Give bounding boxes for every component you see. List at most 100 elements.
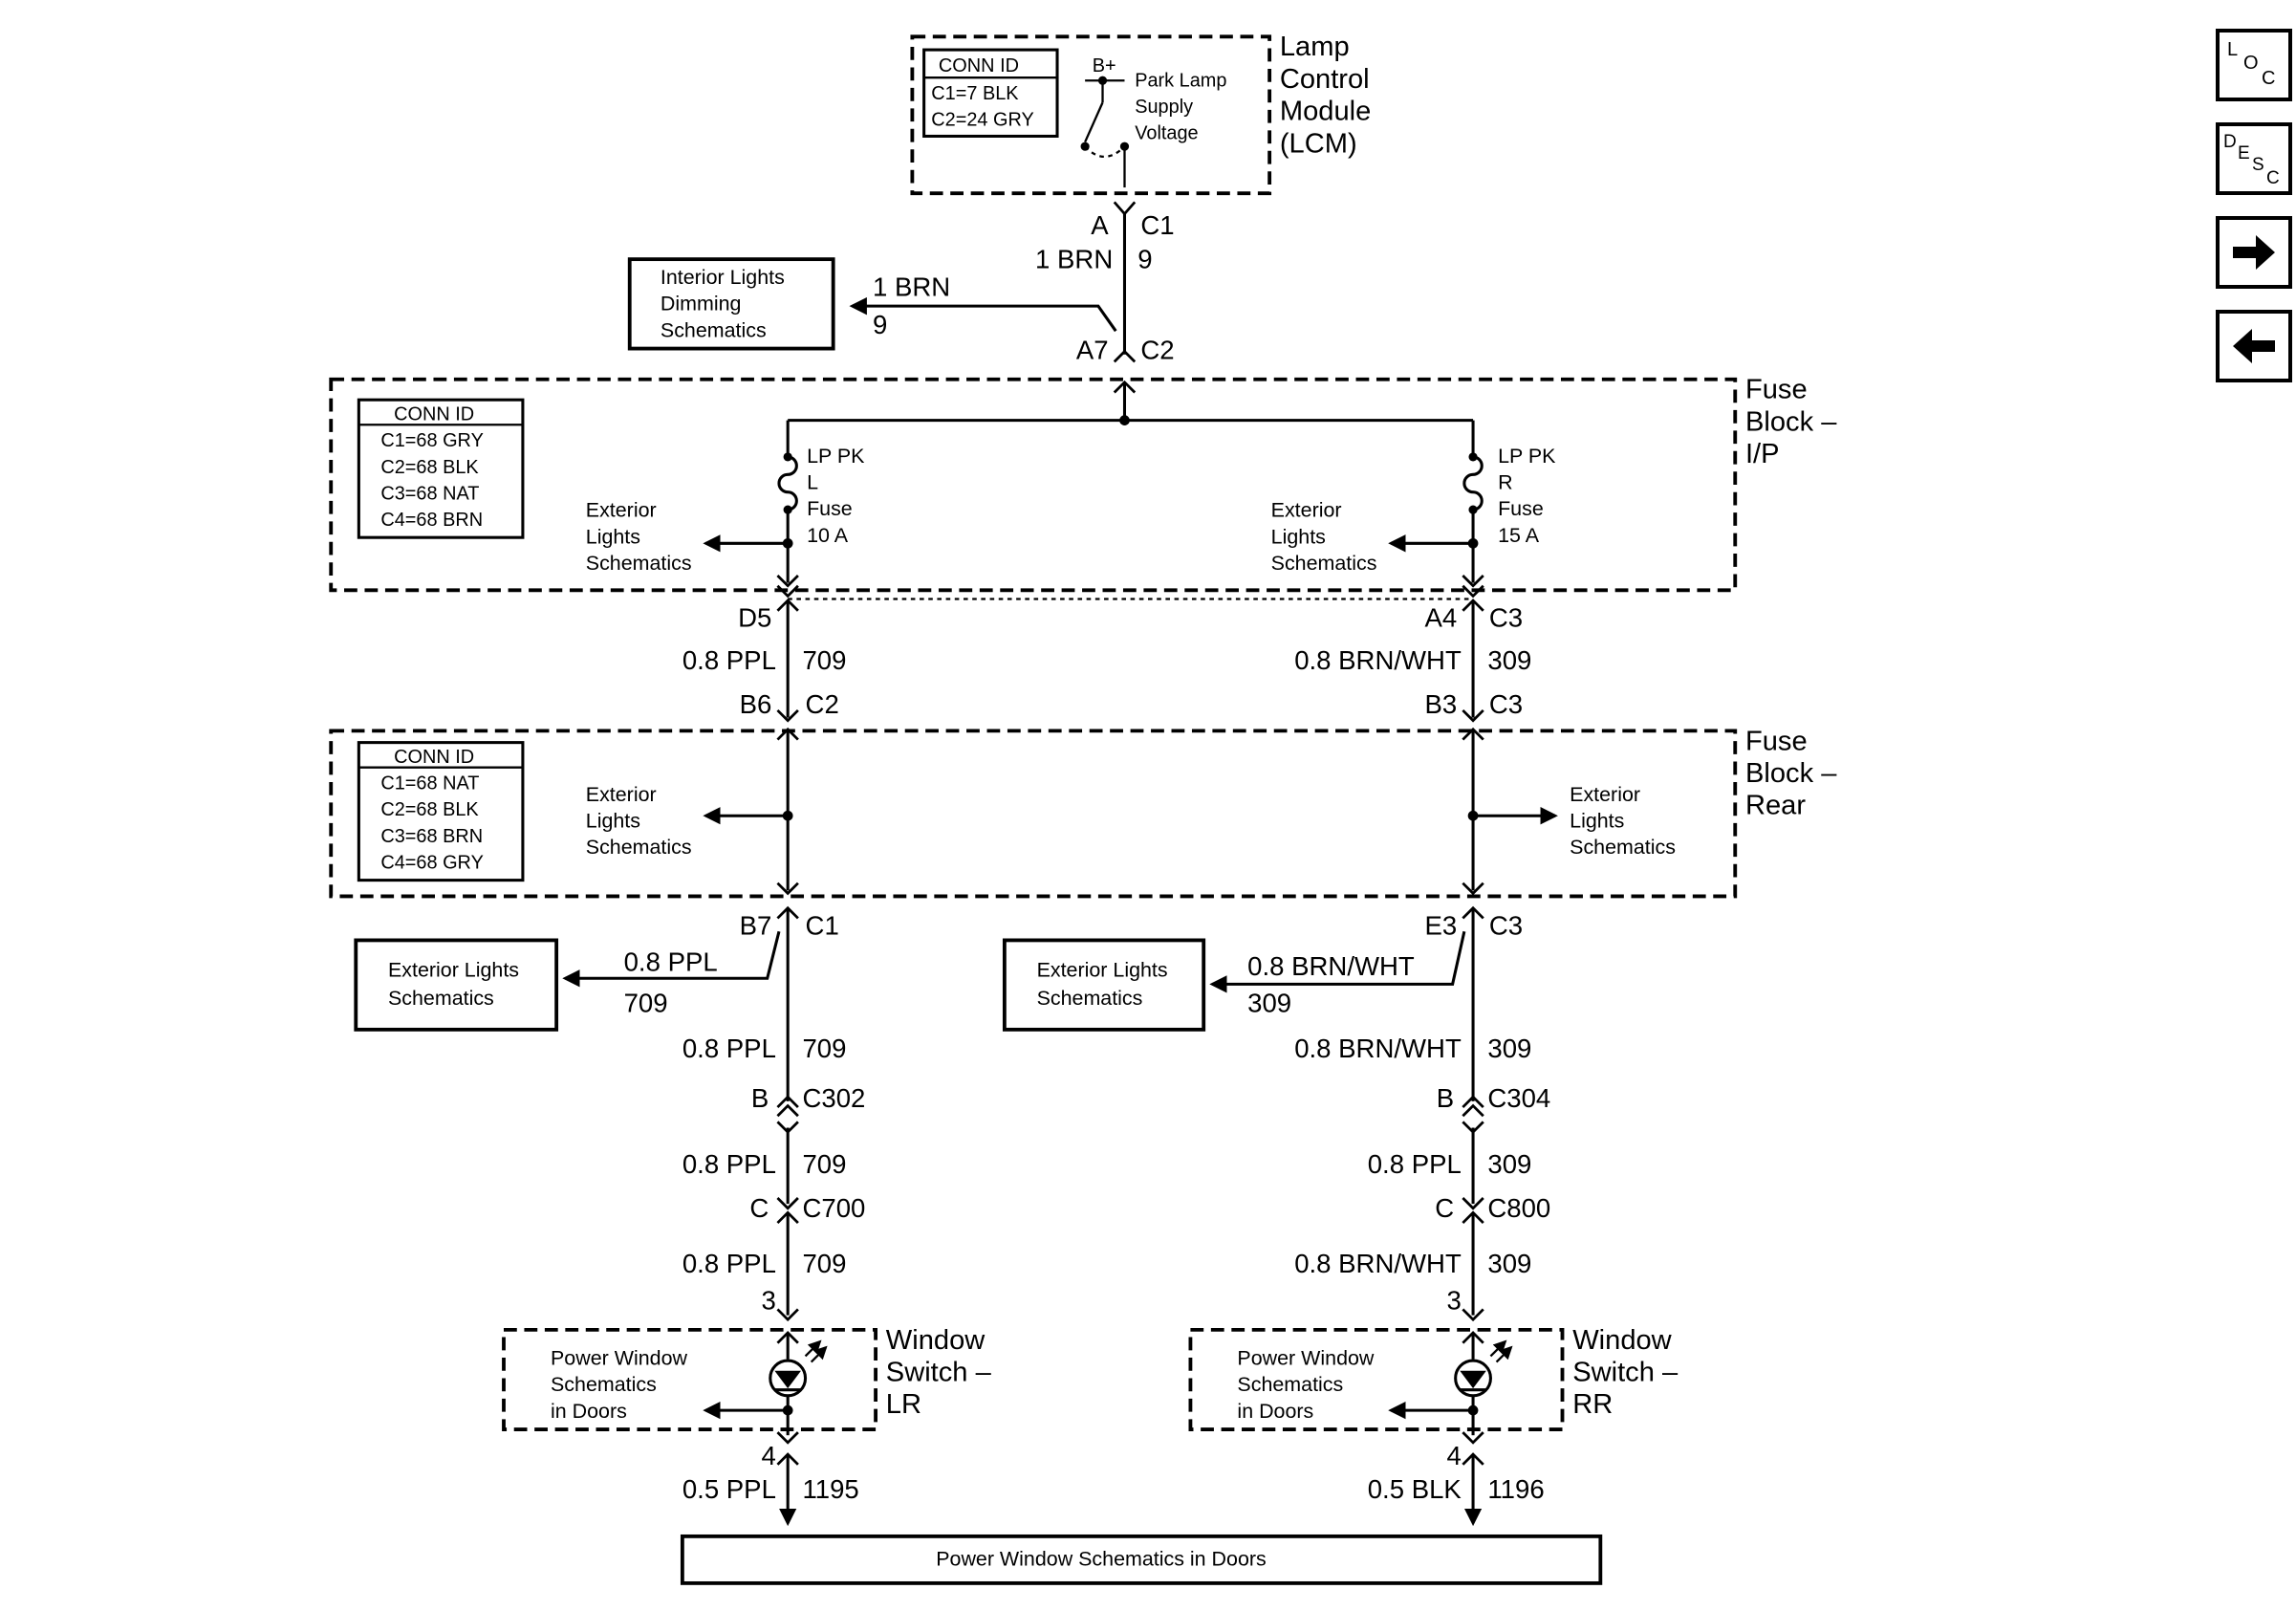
- conn-id-entry: C4=68 GRY: [380, 852, 484, 873]
- desc-letter: D: [2223, 132, 2237, 152]
- wire-color-label: 0.8 BRN/WHT: [1294, 645, 1462, 675]
- circuit-number: 709: [624, 988, 668, 1017]
- supply-label: Supply: [1135, 97, 1193, 118]
- component-name: Switch –: [1572, 1358, 1679, 1388]
- wire-lcm-to-fuse-block: A C1 1 BRN 9 A7 C2: [1035, 201, 1175, 364]
- wire-color-label: 0.5 BLK: [1368, 1474, 1462, 1504]
- pin-label: B6: [740, 689, 772, 719]
- circuit-number: 309: [1247, 988, 1291, 1017]
- wire-color-label: 1 BRN: [873, 272, 950, 301]
- reference-text: Exterior: [586, 499, 657, 522]
- pin-label: A7: [1076, 335, 1109, 364]
- wire-color-label: 0.5 PPL: [682, 1474, 776, 1504]
- connector-label: C3: [1489, 603, 1523, 633]
- connector-label: C800: [1487, 1193, 1550, 1223]
- loc-letter: O: [2243, 53, 2259, 74]
- circuit-number: 309: [1487, 1149, 1531, 1179]
- connector-label: C2: [806, 689, 839, 719]
- pin-label: D5: [738, 603, 771, 633]
- pin-label: B: [751, 1083, 769, 1113]
- circuit-number: 709: [802, 1149, 846, 1179]
- reference-text: in Doors: [551, 1400, 627, 1423]
- loc-letter: C: [2262, 68, 2275, 89]
- wire-color-label: 0.8 BRN/WHT: [1247, 951, 1415, 981]
- reference-text: Power Window: [1237, 1347, 1374, 1370]
- component-name: Rear: [1745, 791, 1806, 821]
- circuit-number: 709: [802, 1249, 846, 1278]
- component-name: Lamp: [1280, 32, 1350, 62]
- circuit-number: 309: [1487, 1034, 1531, 1063]
- reference-text: Schematics: [1271, 552, 1377, 575]
- fuse-block-ip: Fuse Block – I/P CONN ID C1=68 GRY C2=68…: [329, 375, 1837, 593]
- reference-text: Power Window: [551, 1347, 687, 1370]
- conn-id-title: CONN ID: [394, 404, 474, 425]
- reference-box-text: Schematics: [661, 318, 767, 341]
- pin-label: C: [749, 1193, 769, 1223]
- connector-label: C3: [1489, 689, 1523, 719]
- fuse-label: Fuse: [807, 497, 853, 520]
- pin-label: B7: [740, 910, 772, 940]
- reference-box-text: Dimming: [661, 293, 742, 316]
- pin-label: 4: [762, 1441, 776, 1470]
- ip-conn-id-table: CONN ID C1=68 GRY C2=68 BLK C3=68 NAT C4…: [357, 398, 525, 539]
- reference-text: Schematics: [1237, 1373, 1343, 1396]
- connector-label: C2: [1140, 335, 1174, 364]
- wire-color-label: 0.8 PPL: [1368, 1149, 1462, 1179]
- reference-box-text: Exterior Lights: [388, 959, 519, 982]
- component-name: Window: [1572, 1325, 1672, 1356]
- reference-box-text: Exterior Lights: [1037, 959, 1168, 982]
- indicator-led-icon: [1454, 1339, 1513, 1398]
- park-lamp-switch-symbol: B+: [1080, 55, 1130, 188]
- desc-letter: S: [2252, 155, 2264, 175]
- wire-color-label: 0.8 BRN/WHT: [1294, 1249, 1462, 1278]
- conn-id-entry: C2=24 GRY: [931, 110, 1034, 131]
- desc-letter: C: [2266, 168, 2280, 188]
- wires-ip-to-rear: D5 A4 C3 0.8 PPL 709 0.8 BRN/WHT 309 B6 …: [682, 575, 1531, 723]
- connector-label: C700: [802, 1193, 865, 1223]
- component-name: Window: [886, 1325, 986, 1356]
- previous-page-button[interactable]: [2216, 310, 2292, 382]
- wire-color-label: 0.8 PPL: [624, 947, 718, 977]
- fuse-label: R: [1498, 471, 1512, 494]
- reference-text: Schematics: [1570, 836, 1676, 859]
- loc-letter: L: [2227, 39, 2238, 60]
- component-name: (LCM): [1280, 128, 1357, 159]
- left-circuit-chain: B7 C1 0.8 PPL 709 Exterior Lights Schema…: [354, 905, 865, 1322]
- circuit-number: 9: [873, 310, 887, 339]
- interior-lights-branch: 1 BRN 9 Interior Lights Dimming Schemati…: [627, 257, 1117, 351]
- conn-id-entry: C1=68 NAT: [380, 773, 479, 795]
- loc-button[interactable]: L O C: [2216, 29, 2292, 101]
- component-name: Control: [1280, 64, 1370, 95]
- pin-label: A: [1091, 210, 1109, 240]
- conn-id-entry: C4=68 BRN: [380, 510, 483, 531]
- rear-conn-id-table: CONN ID C1=68 NAT C2=68 BLK C3=68 BRN C4…: [357, 741, 525, 882]
- circuit-number: 1196: [1487, 1474, 1544, 1504]
- component-name: Block –: [1745, 406, 1837, 437]
- circuit-number: 1195: [802, 1474, 858, 1504]
- circuit-number: 9: [1137, 244, 1152, 273]
- desc-button[interactable]: D E S C: [2216, 122, 2292, 195]
- conn-id-entry: C1=68 GRY: [380, 430, 484, 451]
- component-name: Module: [1280, 97, 1371, 127]
- circuit-number: 709: [802, 1034, 846, 1063]
- fuse-lp-pk-l: LP PK L Fuse 10 A: [777, 420, 865, 583]
- pin-label: 3: [762, 1285, 776, 1315]
- left-output-wire: 4 0.5 PPL 1195: [682, 1441, 859, 1527]
- connector-label: C302: [802, 1083, 865, 1113]
- next-page-button[interactable]: [2216, 216, 2292, 289]
- reference-box-text: Power Window Schematics in Doors: [936, 1548, 1267, 1571]
- reference-text: Schematics: [551, 1373, 657, 1396]
- right-arrow-icon: [2233, 235, 2275, 270]
- pin-label: 4: [1446, 1441, 1461, 1470]
- conn-id-entry: C3=68 NAT: [380, 483, 479, 504]
- reference-text: Lights: [1570, 809, 1624, 832]
- reference-box-text: Schematics: [388, 987, 494, 1010]
- reference-text: Schematics: [586, 836, 692, 859]
- conn-id-title: CONN ID: [394, 747, 474, 768]
- pin-label: B3: [1424, 689, 1457, 719]
- pin-label: A4: [1424, 603, 1457, 633]
- pin-label: E3: [1424, 910, 1457, 940]
- right-output-wire: 4 0.5 BLK 1196: [1368, 1441, 1545, 1527]
- conn-id-entry: C1=7 BLK: [931, 83, 1019, 104]
